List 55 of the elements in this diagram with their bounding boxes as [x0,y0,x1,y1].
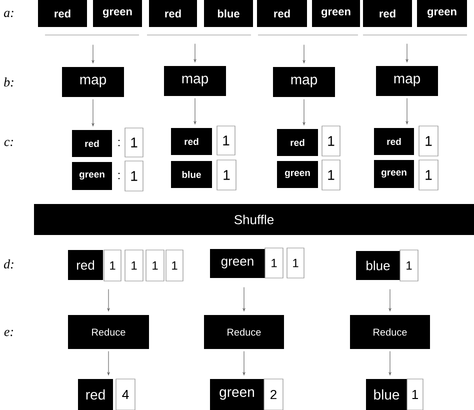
colon-label: : [118,140,120,146]
key-box: blue [366,379,407,410]
row-label: b: [4,77,14,87]
key-box: red [38,0,87,27]
key-box: green [93,0,142,27]
row-label: e: [4,330,14,336]
key-box: green [210,249,265,278]
value-box: 1 [322,126,340,156]
key-box: red [257,0,307,27]
value-box: 1 [124,128,144,158]
map-box: map [164,66,226,96]
value-box: 1 [146,250,164,282]
value-box: 1 [124,160,144,192]
value-box: 1 [418,160,438,190]
key-box: red [72,130,112,157]
value-box: 1 [400,250,418,282]
key-box: green [210,379,264,410]
key-box: green [312,0,360,27]
key-box: red [78,379,113,410]
value-box: 1 [406,378,424,410]
key-box: green [72,162,112,190]
value-box: 1 [166,250,184,282]
map-box: map [62,67,124,97]
row-label: a: [4,10,14,18]
row-label: d: [4,259,14,269]
key-box: red [149,0,197,27]
key-box: red [363,0,412,27]
reduce-box: Reduce [350,315,430,349]
value-box: 1 [418,126,438,156]
key-box: blue [204,0,253,27]
key-box: red [171,128,212,155]
key-box: green [277,161,318,188]
key-box: blue [356,251,400,280]
key-box: red [277,129,318,156]
value-box: 1 [104,250,122,282]
value-box: 1 [216,126,236,156]
key-box: red [374,128,414,155]
reduce-box: Reduce [204,315,284,349]
map-box: map [376,66,438,96]
value-box: 1 [124,250,144,282]
value-box: 1 [216,160,236,190]
value-box: 1 [322,160,340,190]
value-box: 4 [116,378,136,410]
map-box: map [273,67,335,97]
row-label: c: [4,140,14,146]
value-box: 1 [264,248,284,278]
value-box: 1 [286,248,304,278]
colon-label: : [118,172,120,180]
key-box: blue [171,161,212,188]
reduce-box: Reduce [68,315,149,349]
value-box: 2 [264,378,284,410]
key-box: green [417,0,467,27]
shuffle-bar: Shuffle [34,204,474,235]
key-box: green [374,160,414,188]
key-box: red [68,250,103,280]
